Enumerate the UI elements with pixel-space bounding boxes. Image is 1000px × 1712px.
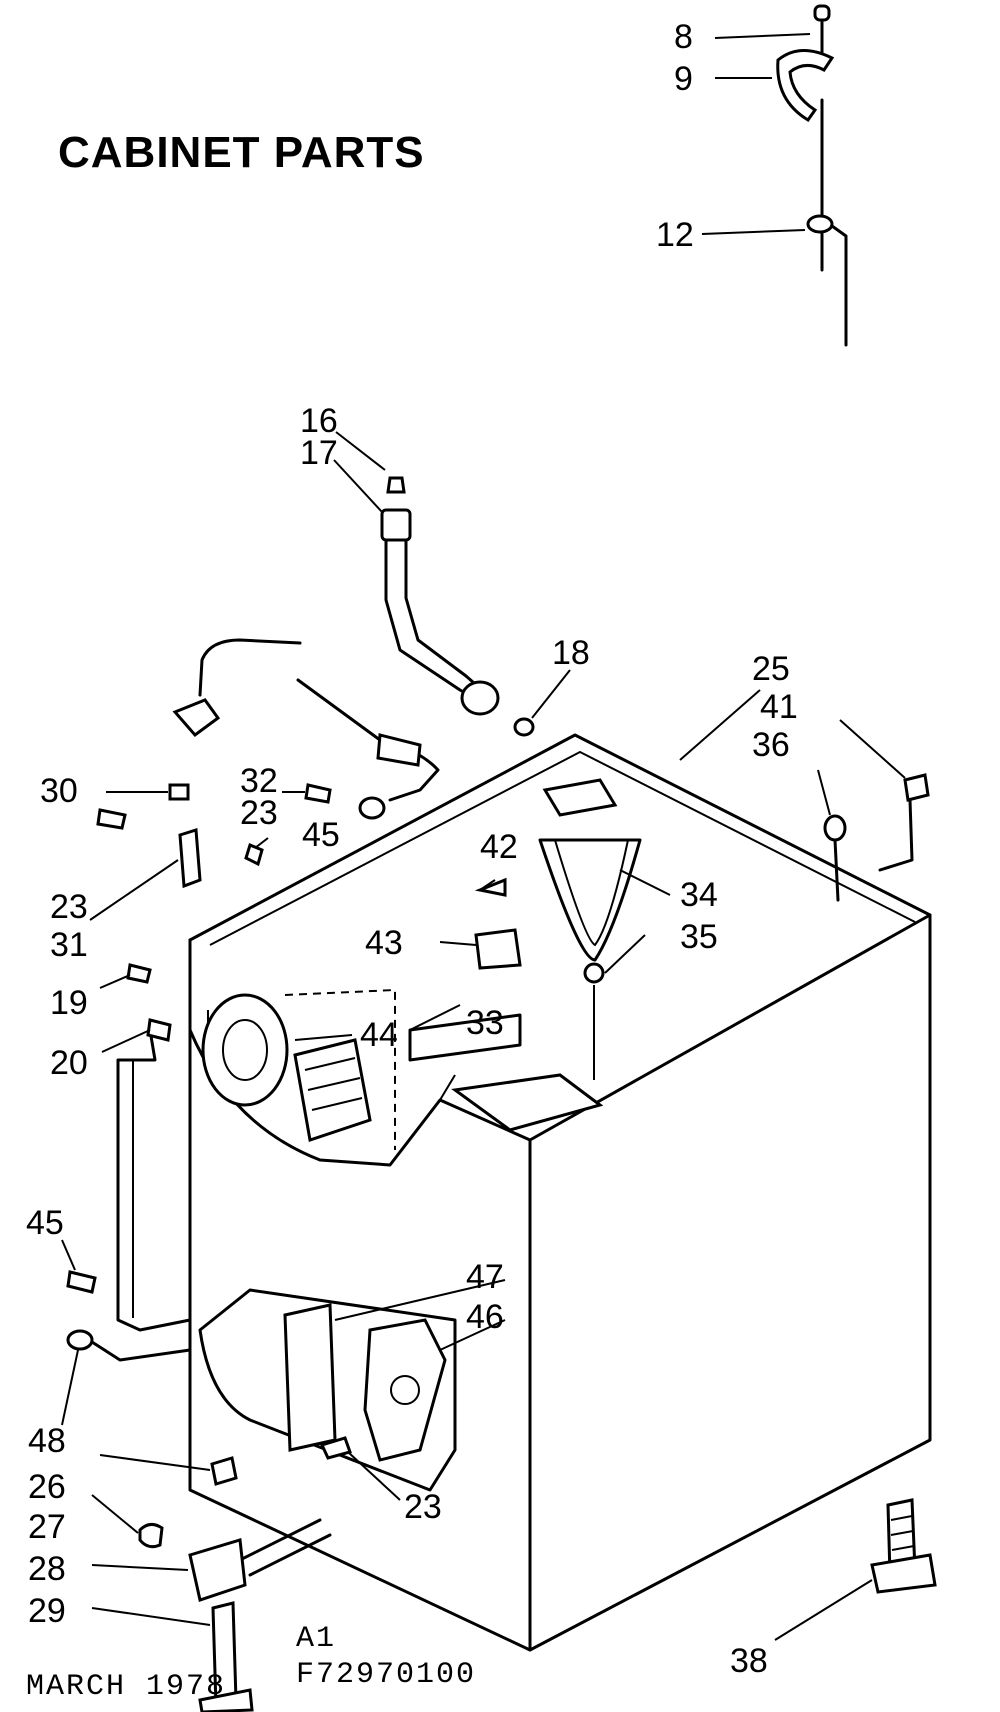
callout-32: 32 — [240, 762, 278, 800]
clip-part-41 — [903, 773, 930, 802]
grommet-part-12 — [806, 214, 834, 234]
callout-26: 26 — [28, 1468, 66, 1506]
callout-29: 29 — [28, 1592, 66, 1630]
screw-part-45b — [66, 1270, 97, 1294]
callout-17: 17 — [300, 434, 338, 472]
callout-43: 43 — [365, 924, 403, 962]
rear-bracket — [451, 1073, 604, 1132]
nut-part-26 — [210, 1456, 238, 1486]
leveling-leg-assembly — [138, 1456, 937, 1712]
callout-16: 16 — [300, 402, 338, 440]
pin-part-27 — [138, 1523, 164, 1549]
fill-hose-assembly — [380, 476, 535, 737]
screw-part-23a — [96, 808, 127, 830]
callout-31: 31 — [50, 926, 88, 964]
clip-part-30 — [168, 783, 190, 801]
label-part-47 — [283, 1303, 337, 1452]
screw-part-19 — [126, 963, 152, 984]
brace-corner — [542, 778, 618, 817]
callout-12: 12 — [656, 216, 694, 254]
callout-28: 28 — [28, 1550, 66, 1588]
callout-8: 8 — [674, 18, 693, 56]
callout-23-left: 23 — [50, 888, 88, 926]
leader-lines — [61, 33, 906, 1641]
callout-18: 18 — [552, 634, 590, 672]
lid-hinge-assembly — [776, 4, 848, 347]
switch-part-43 — [474, 928, 522, 970]
diagram-title: CABINET PARTS — [58, 128, 425, 177]
screw-part-45a — [244, 842, 264, 867]
bracket-part-31 — [178, 828, 202, 889]
screw-part-35 — [583, 962, 605, 984]
bracket-part-28 — [188, 1538, 247, 1602]
cord-grommet — [358, 796, 386, 820]
model-number: F72970100 — [296, 1658, 477, 1692]
cord-strain-part — [376, 733, 422, 767]
callout-41: 41 — [760, 688, 798, 726]
callout-46: 46 — [466, 1298, 504, 1336]
plug-part-48 — [66, 1329, 94, 1351]
screw-part-23c — [319, 1436, 352, 1460]
revision-code: A1 — [296, 1622, 337, 1656]
bumper-part-36 — [823, 814, 847, 842]
timer-assembly — [201, 988, 396, 1150]
callout-45-low: 45 — [26, 1204, 64, 1242]
lower-interior-parts — [283, 1303, 447, 1462]
callout-30: 30 — [40, 772, 78, 810]
callout-35: 35 — [680, 918, 718, 956]
callout-42: 42 — [480, 828, 518, 866]
hinge-part-9 — [776, 49, 835, 123]
fitting-part-17 — [380, 508, 412, 542]
callout-34: 34 — [680, 876, 718, 914]
top-interior-parts — [408, 773, 930, 1132]
screw-part-8 — [813, 4, 831, 22]
callout-33: 33 — [466, 1004, 504, 1042]
callout-47: 47 — [466, 1258, 504, 1296]
callout-45-top: 45 — [302, 816, 340, 854]
callout-25: 25 — [752, 650, 790, 688]
callout-20: 20 — [50, 1044, 88, 1082]
print-date: MARCH 1978 — [26, 1670, 227, 1704]
screw-part-42 — [474, 877, 507, 897]
callout-23-low: 23 — [404, 1488, 442, 1526]
cap-part-16 — [386, 476, 406, 494]
power-cord-assembly — [172, 638, 440, 820]
callout-9: 9 — [674, 60, 693, 98]
timer-dial-part-44 — [201, 993, 289, 1107]
brace-part-34 — [538, 838, 642, 962]
callout-48: 48 — [28, 1422, 66, 1460]
callout-19: 19 — [50, 984, 88, 1022]
motor-part-46 — [363, 1318, 447, 1462]
screw-part-23b — [304, 783, 332, 804]
cabinet-part-25 — [116, 733, 932, 1652]
clip-part-20 — [146, 1018, 172, 1042]
hose-coupling — [460, 680, 500, 716]
clamp-part-18 — [513, 717, 535, 737]
callout-27: 27 — [28, 1508, 66, 1546]
callout-38: 38 — [730, 1642, 768, 1680]
callout-labels: 8 9 12 16 17 18 25 41 36 30 32 23 45 42 … — [26, 18, 798, 1680]
callout-23-top: 23 — [240, 794, 278, 832]
plug — [172, 698, 221, 738]
timer-body — [293, 1038, 372, 1142]
bar-part-33 — [408, 1013, 522, 1062]
callout-44: 44 — [360, 1016, 398, 1054]
left-fastener-parts — [66, 783, 332, 1362]
callout-36: 36 — [752, 726, 790, 764]
